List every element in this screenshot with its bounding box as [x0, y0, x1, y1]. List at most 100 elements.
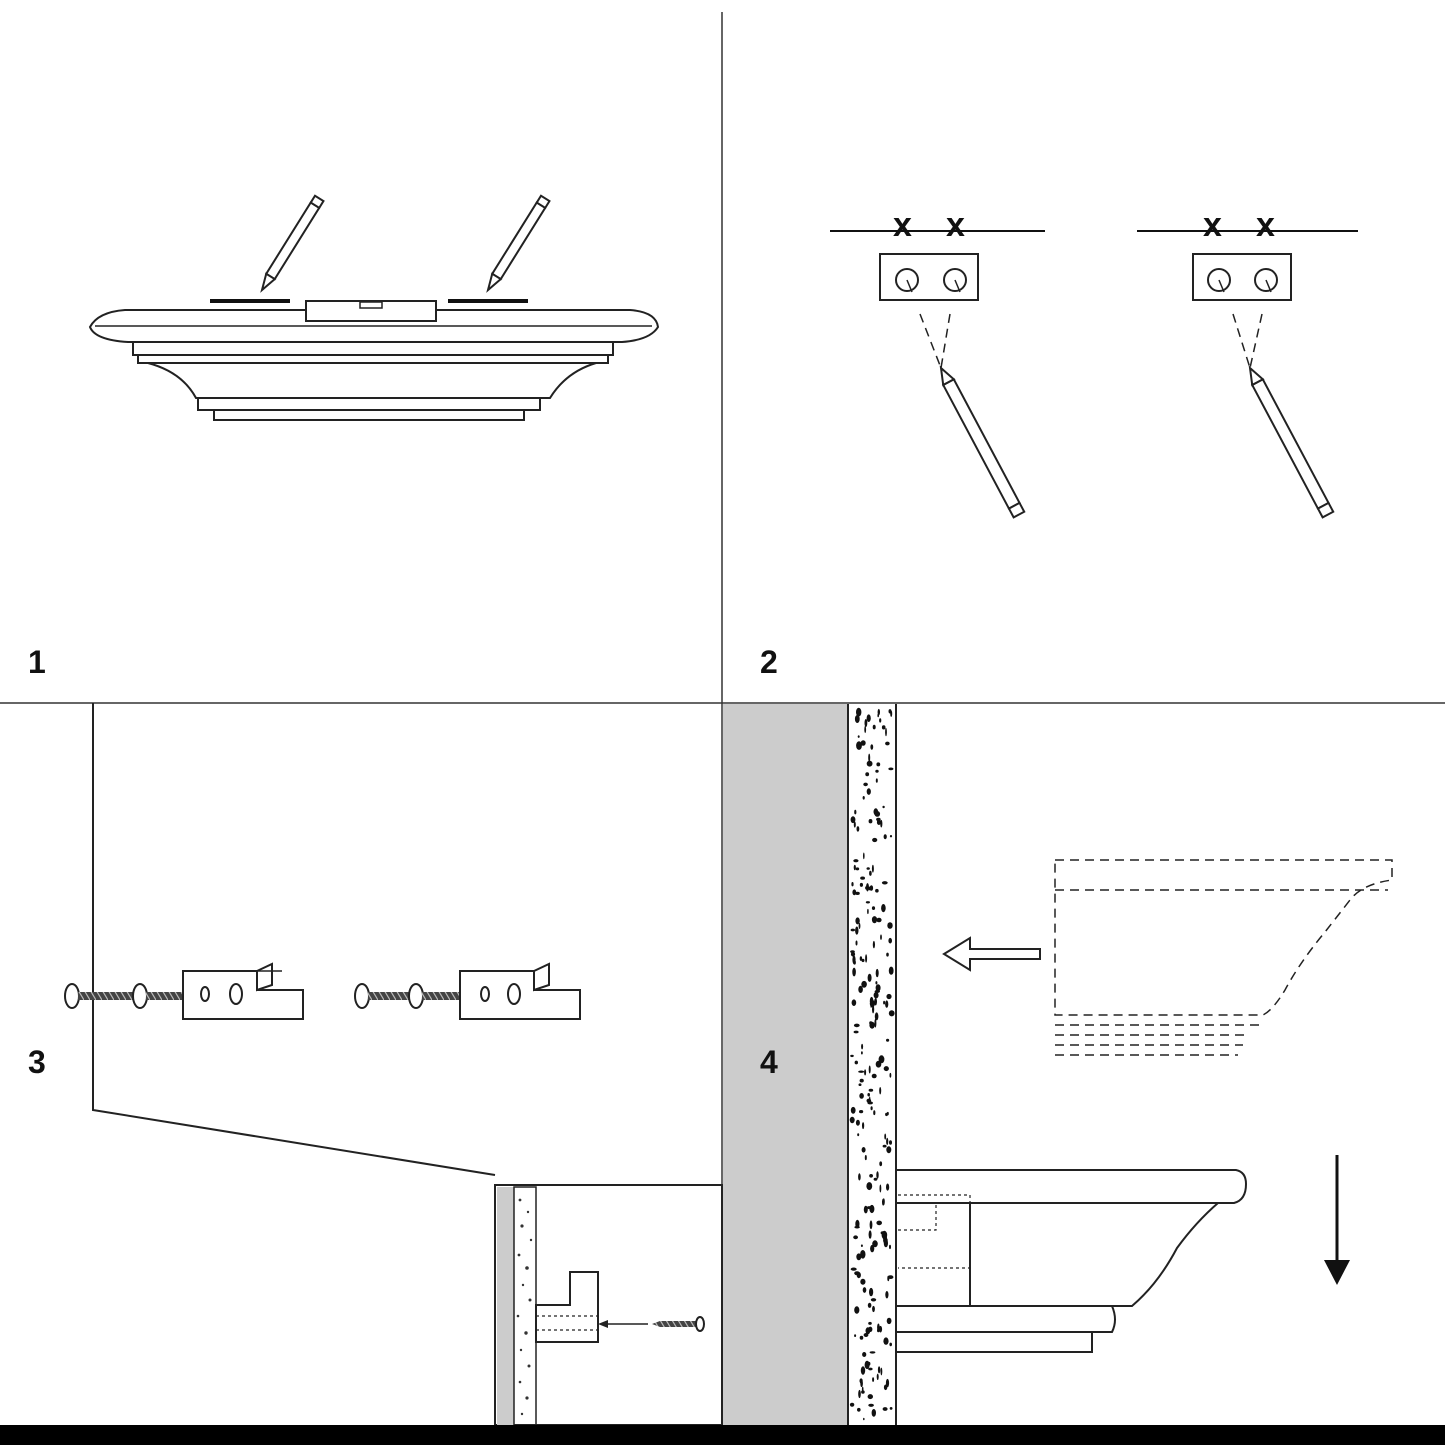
step-number-4: 4 [760, 1044, 778, 1080]
speckle [878, 1325, 883, 1333]
speckle [851, 999, 857, 1006]
speckle [859, 882, 864, 887]
speckle [867, 908, 869, 915]
speckle [855, 891, 860, 896]
speckle [858, 1173, 861, 1181]
x-mark: x [1256, 206, 1275, 244]
speckle [886, 1183, 890, 1191]
speckle [863, 1333, 869, 1337]
speckle [861, 958, 865, 963]
speckle [875, 888, 879, 893]
x-mark: x [1203, 206, 1222, 244]
mounting-bracket [879, 253, 979, 301]
speckle [874, 1012, 879, 1021]
arrow-down-icon [1324, 1155, 1350, 1285]
speckle [886, 1317, 892, 1325]
speckle [886, 1146, 892, 1154]
shelf-ghost-outline [1054, 859, 1393, 1056]
speckle [888, 1010, 895, 1017]
speckle [883, 1066, 889, 1072]
screw-icon [354, 983, 412, 1009]
speckle [881, 881, 888, 885]
speckle [885, 741, 890, 746]
speckle [868, 1403, 874, 1407]
speckle [853, 864, 856, 871]
speckle [870, 1244, 875, 1253]
speckle [868, 819, 873, 824]
speckle [867, 973, 872, 982]
speckle [880, 819, 883, 828]
speckle [870, 1106, 873, 1111]
speckle [862, 1287, 867, 1293]
pencil-icon [1248, 365, 1335, 519]
speckle [853, 1235, 858, 1240]
speckle [872, 1005, 875, 1014]
speckle [861, 1051, 863, 1055]
speckle [863, 1417, 865, 1421]
speckle [868, 753, 871, 762]
speckle [890, 710, 893, 717]
speckle [852, 889, 857, 896]
speckle [871, 1073, 877, 1079]
speckle [856, 1272, 861, 1279]
speckle [882, 1144, 887, 1148]
speckle [861, 980, 867, 988]
speckle [879, 1161, 883, 1167]
speckle [855, 1219, 860, 1229]
speckle [852, 955, 856, 965]
speckle [872, 837, 878, 843]
wall-texture [849, 707, 895, 1421]
speckle [876, 762, 881, 767]
panel-1-shelf-leveling [88, 194, 660, 421]
speckle [875, 984, 881, 992]
pencil-icon [486, 194, 551, 293]
speckle [868, 1230, 872, 1239]
speckle [878, 1055, 885, 1064]
speckle [872, 1240, 878, 1248]
speckle [869, 1174, 873, 1178]
speckle [866, 714, 871, 722]
speckle [872, 1377, 875, 1382]
speckle [889, 1140, 892, 1145]
speckle [884, 1133, 887, 1140]
speckle [869, 1204, 875, 1214]
speckle [888, 966, 894, 975]
speckle [868, 1096, 871, 1104]
speckle [869, 1220, 873, 1230]
speckle [869, 1287, 874, 1297]
speckle [874, 989, 880, 993]
speckle [862, 796, 865, 800]
speckle [849, 1116, 855, 1124]
speckle [872, 1305, 875, 1313]
wall-section [723, 704, 897, 1425]
speckle [876, 1373, 879, 1381]
step-number-1: 1 [28, 644, 46, 680]
speckle [862, 1352, 867, 1357]
speckle [855, 917, 860, 925]
speckle [859, 1335, 864, 1340]
speckle [859, 956, 863, 961]
speckle [881, 1230, 888, 1240]
speckle [859, 1078, 864, 1083]
speckle [861, 1147, 866, 1153]
speckle [869, 996, 874, 1006]
speckle [875, 769, 879, 773]
speckle [855, 1119, 860, 1126]
speckle [886, 952, 889, 957]
speckle [871, 906, 876, 910]
speckle [879, 1087, 882, 1095]
inset-detail [494, 1184, 723, 1426]
pencil-icon [939, 365, 1026, 519]
speckle [855, 940, 858, 946]
bottom-bar [0, 1425, 1445, 1445]
panel-2-marking-holes [830, 230, 1358, 519]
speckle [889, 835, 893, 838]
speckle [863, 852, 865, 860]
speckle [876, 917, 882, 923]
speckle [887, 1275, 890, 1282]
speckle [885, 1000, 889, 1008]
speckle [887, 922, 893, 929]
speckle [850, 1054, 854, 1058]
speckle [860, 1244, 863, 1247]
mounting-bracket [182, 962, 304, 1020]
